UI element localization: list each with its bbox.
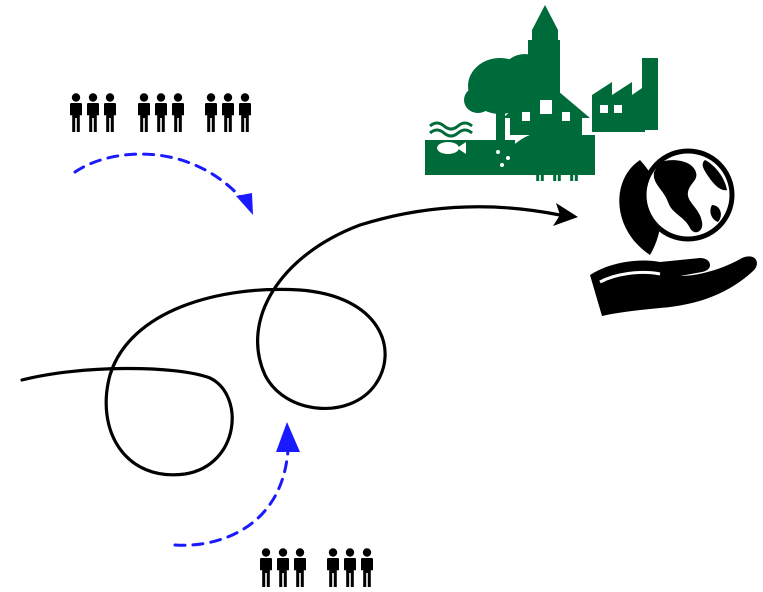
bottom-dashed-arrowhead (276, 422, 300, 452)
top-dashed-arrowhead (236, 193, 253, 215)
journey-path (20, 205, 562, 477)
community-landscape-icon (425, 5, 658, 181)
top-dashed-arrow (73, 152, 245, 202)
bottom-people-group-icon (260, 548, 373, 587)
top-people-group-icon (70, 93, 251, 132)
bottom-dashed-arrow (173, 448, 290, 547)
hand-holding-globe-icon (590, 148, 757, 316)
journey-arrowhead (553, 203, 578, 226)
